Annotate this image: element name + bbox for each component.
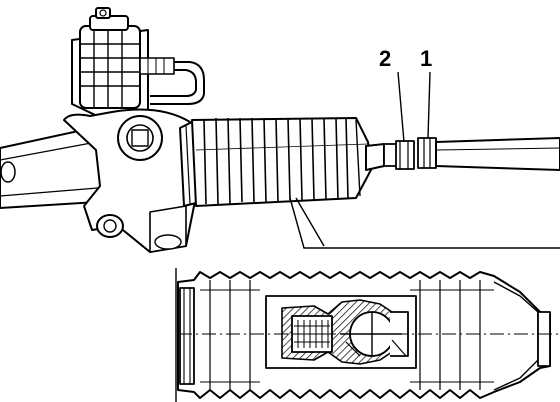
callout-label-1: 1 xyxy=(420,46,432,71)
adjusting-nut xyxy=(417,137,437,169)
rubber-boot xyxy=(191,117,373,207)
pleat-lines xyxy=(200,280,494,390)
steering-gear-assembly xyxy=(0,7,560,253)
pinion-valve-housing xyxy=(71,7,149,123)
detail-leader xyxy=(289,197,560,249)
callout-leaders xyxy=(397,71,431,143)
boot-section-view xyxy=(177,271,560,399)
gear-housing-body xyxy=(63,108,197,253)
hydraulic-lines xyxy=(139,57,205,105)
inner-ball-joint-section xyxy=(265,295,417,369)
callout-label-2: 2 xyxy=(379,46,391,71)
lock-nut xyxy=(395,140,415,170)
tie-rod xyxy=(365,137,560,171)
